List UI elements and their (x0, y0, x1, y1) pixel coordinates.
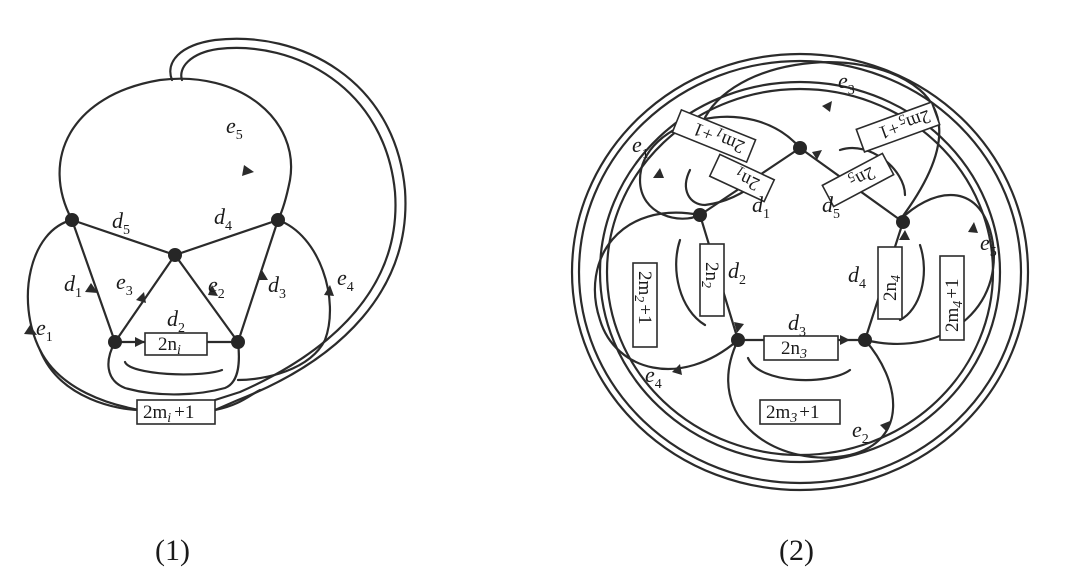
fig2-twist-right (898, 243, 925, 322)
fig2-label-d1: d1 (752, 192, 770, 222)
fig1-outer-strand-a (169, 37, 407, 412)
fig2-arrow-e1 (653, 168, 664, 178)
fig1-arrow-e1 (24, 325, 37, 335)
fig1-label-d5: d5 (112, 208, 130, 238)
fig2-box-2m2-text: 2m2+1 (631, 271, 655, 325)
fig2-box-2m3: 2m3+1 (759, 399, 841, 426)
fig1-label-e5: e5 (226, 113, 243, 143)
fig2-box-2m4-text: 2m4+1 (942, 279, 966, 333)
fig1-box-2mi1: 2mi+1 (136, 399, 216, 426)
fig2-outer-ring-3 (598, 80, 1002, 464)
fig1-twist-loop (107, 340, 241, 396)
fig2-label-d5: d5 (822, 192, 840, 222)
fig1-caption: (1) (155, 534, 190, 567)
fig1-arrow-d2 (135, 337, 145, 347)
fig1-edge-d3 (236, 218, 280, 344)
fig1-edge-d1 (70, 218, 117, 344)
fig2-box-2n3: 2n3 (763, 335, 839, 362)
figure-2: 2n1 2n2 2n3 2n4 2n5 2m1+1 2m2+1 2m3+1 (570, 52, 1030, 567)
fig2-box-2n1: 2n1 (708, 153, 776, 203)
fig1-node-bottom-left (108, 335, 122, 349)
fig2-box-2n4: 2n4 (877, 246, 904, 320)
fig2-arrow-e4 (672, 364, 682, 375)
fig1-outer-strand-b (180, 46, 397, 402)
fig1-node-center (168, 248, 182, 262)
fig2-label-d4: d4 (848, 262, 866, 292)
fig2-box-2m1: 2m1+1 (671, 108, 757, 164)
fig1-arrow-d3 (258, 270, 268, 280)
fig2-lobe-top (698, 61, 941, 222)
fig2-label-e4: e4 (645, 362, 662, 392)
fig1-right-lobe (236, 218, 332, 382)
fig1-edge-e2 (173, 253, 240, 344)
fig1-node-top-right (271, 213, 285, 227)
fig1-edge-d5 (70, 218, 177, 257)
fig2-box-2m2: 2m2+1 (631, 262, 658, 348)
fig1-label-e1: e1 (36, 315, 53, 345)
fig1-arrow-e5 (242, 165, 254, 176)
fig2-arrow-e5 (968, 222, 978, 233)
fig2-box-2m3-text: 2m3+1 (766, 402, 820, 426)
fig2-label-e1: e1 (632, 132, 649, 162)
fig2-label-e2: e2 (852, 417, 869, 447)
fig1-arrow-e3 (136, 292, 146, 303)
fig2-box-2m5: 2m5+1 (855, 101, 941, 153)
fig1-arrow-e2 (208, 285, 218, 296)
fig2-box-2n2: 2n2 (698, 243, 725, 317)
fig1-twist-inner (123, 360, 224, 376)
fig1-label-e4: e4 (337, 265, 354, 295)
fig2-caption: (2) (779, 534, 814, 567)
fig2-label-d3: d3 (788, 310, 806, 340)
fig2-outer-ring-1 (570, 52, 1030, 492)
fig2-node-right (896, 215, 910, 229)
fig1-label-e2: e2 (208, 272, 225, 302)
fig2-lobe-bottom (727, 338, 895, 459)
fig1-node-top-left (65, 213, 79, 227)
fig1-arrow-e4 (324, 285, 334, 296)
fig2-label-e5: e5 (980, 230, 997, 260)
fig1-node-bottom-right (231, 335, 245, 349)
fig2-twist-left (675, 238, 707, 327)
fig2-arrow-d3 (840, 335, 850, 345)
figure-1: 2ni 2mi+1 e5 d5 d4 d1 e3 e2 d3 e4 e1 d2 … (24, 37, 407, 567)
fig1-edge-d4 (173, 218, 280, 257)
fig2-node-top (793, 141, 807, 155)
fig2-box-2n3-text: 2n3 (781, 338, 807, 362)
fig1-label-d4: d4 (214, 204, 232, 234)
fig2-node-bottom-right (858, 333, 872, 347)
fig2-arrow-d4 (899, 230, 910, 240)
fig1-box-2ni-text: 2ni (158, 334, 181, 358)
fig2-arrow-d2 (734, 322, 744, 333)
fig2-label-e3: e3 (838, 68, 855, 98)
fig2-outer-ring-2 (577, 59, 1023, 485)
fig2-box-2n4-text: 2n4 (880, 275, 904, 301)
fig2-label-d2: d2 (728, 258, 746, 288)
fig2-node-left (693, 208, 707, 222)
fig2-lobe-upper-left (638, 115, 802, 220)
fig2-arrow-e2 (880, 421, 890, 432)
fig1-label-d1: d1 (64, 271, 82, 301)
fig1-box-2mi1-text: 2mi+1 (143, 402, 194, 426)
fig2-node-bottom-left (731, 333, 745, 347)
fig1-label-d2: d2 (167, 306, 185, 336)
fig2-box-2m4: 2m4+1 (939, 255, 966, 341)
fig2-box-2n2-text: 2n2 (698, 262, 722, 288)
fig1-arrow-d1 (85, 283, 98, 293)
fig1-bottom-strand (38, 348, 262, 412)
fig2-twist-bottom (746, 356, 852, 382)
fig1-label-d3: d3 (268, 272, 286, 302)
fig1-box-2ni: 2ni (144, 332, 208, 358)
fig1-label-e3: e3 (116, 269, 133, 299)
fig2-lobe-right (863, 193, 995, 345)
fig2-arrow-e3 (822, 101, 832, 112)
fig2-lobe-left (593, 211, 740, 371)
fig2-arrow-d5 (812, 150, 822, 160)
fig1-top-loop (58, 77, 293, 222)
